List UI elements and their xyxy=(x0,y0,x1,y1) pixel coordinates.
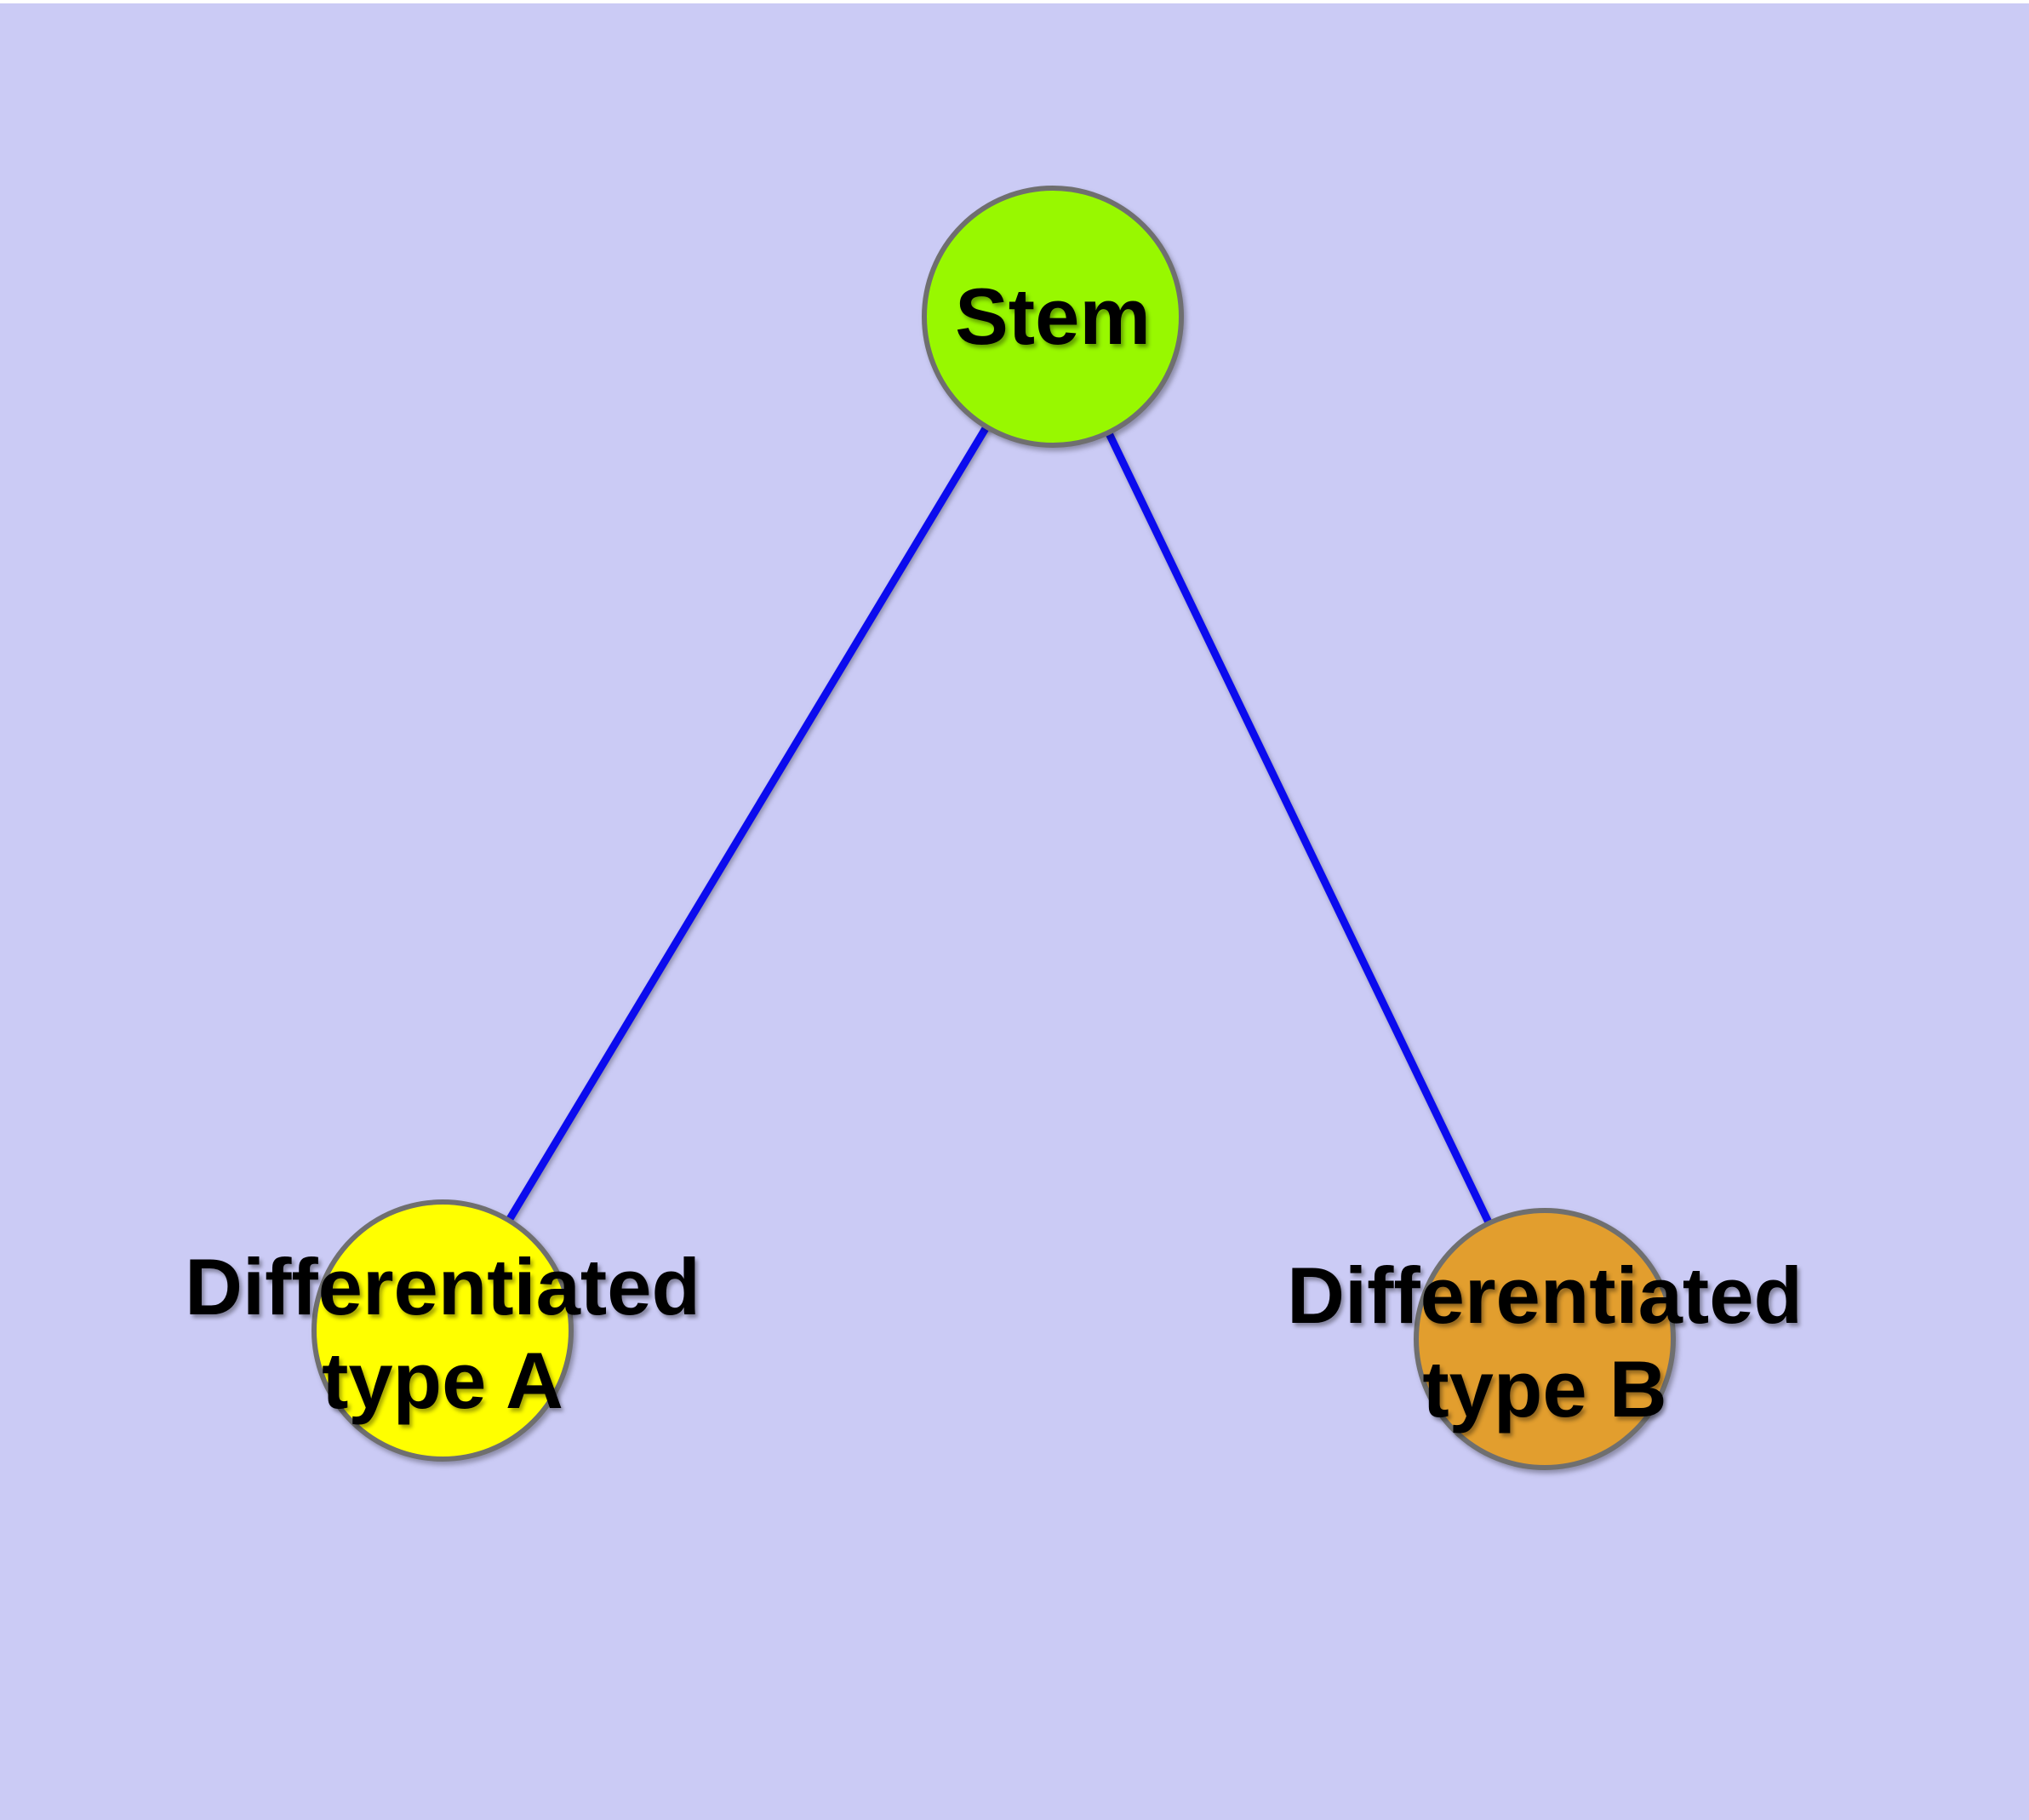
edge-stem-to-type-b xyxy=(1049,315,1549,1341)
node-stem-circle xyxy=(922,186,1184,448)
node-type-b-circle xyxy=(1414,1208,1676,1470)
edge-stem-to-type-a xyxy=(439,314,1056,1333)
node-type-a-circle xyxy=(311,1199,574,1462)
